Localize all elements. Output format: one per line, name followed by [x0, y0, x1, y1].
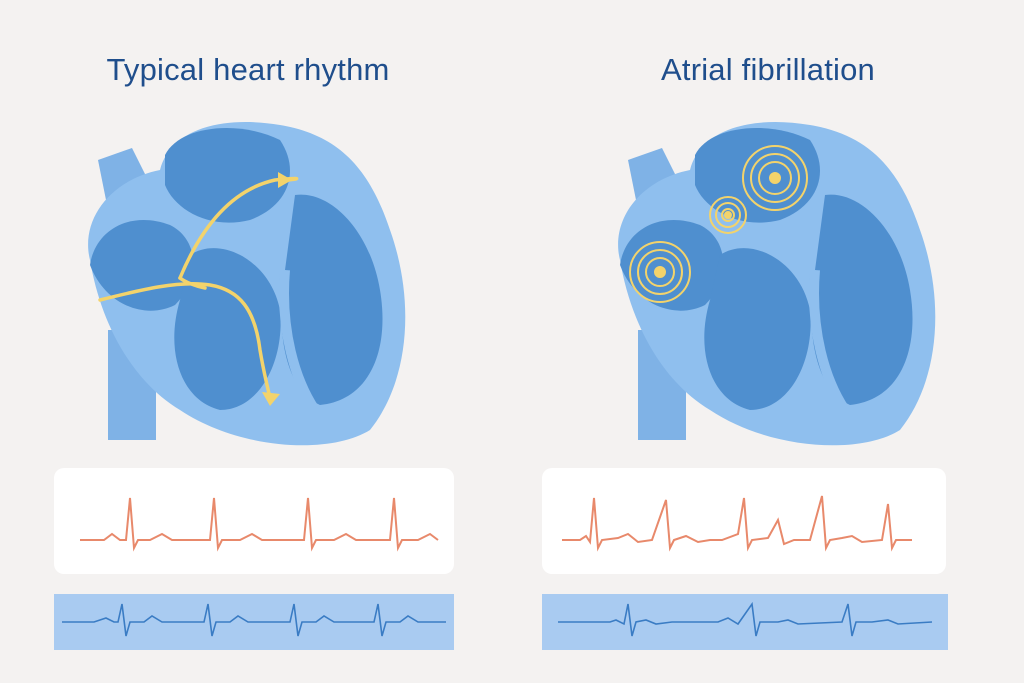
strip-trace-afib-icon — [558, 601, 933, 637]
conduction-arrows-icon — [98, 176, 299, 402]
panel-title-typical: Typical heart rhythm — [106, 52, 390, 87]
ecg-card-typical — [54, 468, 454, 574]
heart-illustration-typical — [88, 122, 406, 446]
ectopic-focus-icon-large — [629, 241, 691, 303]
rhythm-strip-afib — [542, 594, 948, 650]
ectopic-focus-icon-small — [709, 196, 747, 234]
ecg-trace-afib-icon — [562, 495, 912, 552]
ecg-trace-typical-icon — [80, 497, 439, 552]
panel-typical-rhythm: Typical heart rhythm — [54, 52, 454, 650]
rhythm-strip-typical — [54, 594, 454, 650]
panel-title-afib: Atrial fibrillation — [661, 52, 875, 87]
ectopic-focus-icon-top — [742, 145, 808, 211]
ecg-card-afib — [542, 468, 946, 574]
strip-trace-typical-icon — [62, 603, 446, 637]
heart-illustration-afib — [618, 122, 936, 446]
panel-atrial-fibrillation: Atrial fibrillation — [512, 0, 1024, 683]
